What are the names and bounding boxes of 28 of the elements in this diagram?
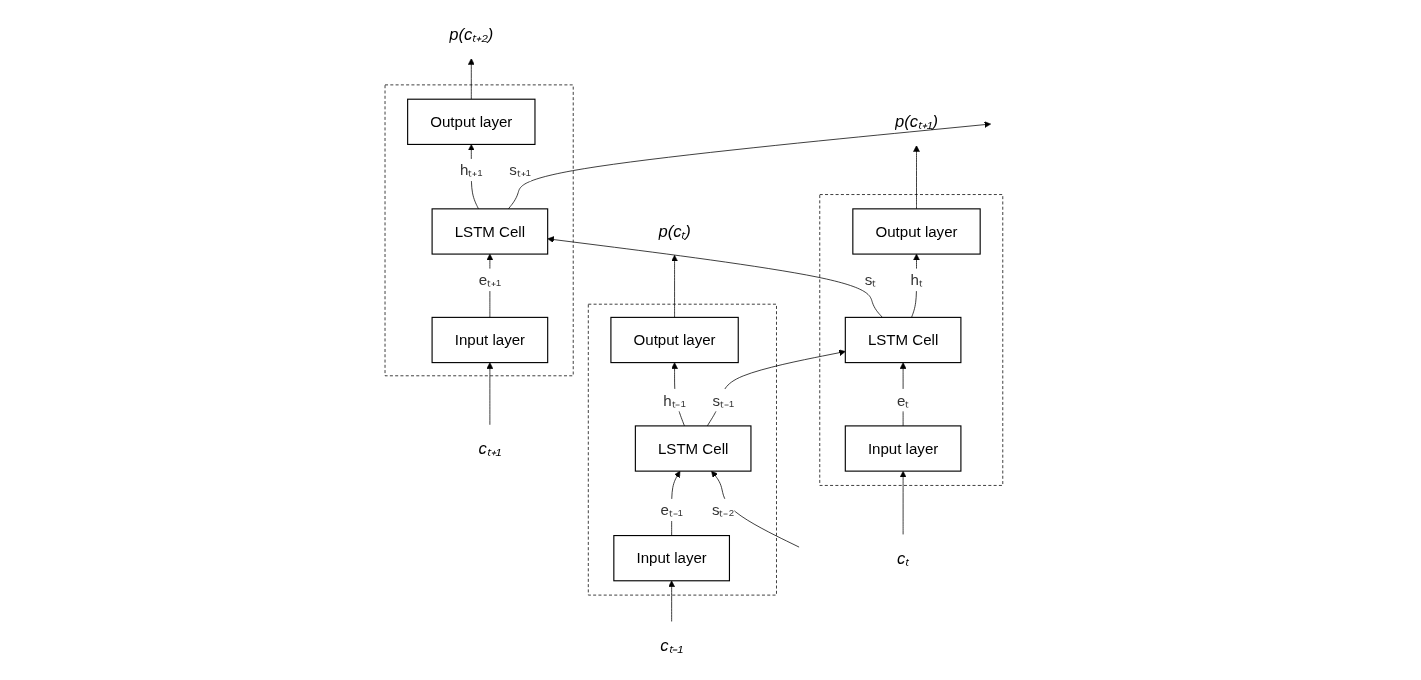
edge-label: hₜ₊₁: [460, 161, 483, 179]
node-text: cₜ₊₁: [478, 439, 502, 458]
edge-label: eₜ₋₁: [660, 501, 683, 519]
node-box: LSTM Cell: [634, 425, 752, 472]
node-box: Output layer: [852, 208, 981, 255]
cluster: [384, 84, 574, 377]
edge-label: eₜ: [897, 391, 910, 409]
node-box: Input layer: [431, 316, 549, 364]
node-text: cₜ₋₁: [660, 635, 683, 655]
node-box: Input layer: [844, 425, 962, 472]
edge-label: sₜ₋₁: [712, 391, 735, 409]
edge-label: sₜ: [864, 271, 877, 288]
node-box: Output layer: [610, 316, 739, 364]
edge-label: hₜ: [910, 271, 923, 288]
node-box: LSTM Cell: [844, 316, 962, 364]
edge-label: hₜ₋₁: [663, 391, 686, 409]
node-text: p(cₜ): [658, 222, 691, 241]
node-box: Input layer: [613, 535, 731, 582]
cluster: [819, 194, 1004, 486]
node-text: p(cₜ₊₁): [895, 112, 938, 132]
node-box: LSTM Cell: [431, 208, 549, 255]
cluster: [587, 303, 777, 596]
edge-label: sₜ₊₁: [509, 161, 531, 179]
node-text: cₜ: [897, 548, 910, 568]
edge-label: sₜ₋₂: [711, 501, 735, 519]
edge-label: eₜ₊₁: [478, 271, 502, 288]
node-text: p(cₜ₊₂): [449, 25, 494, 45]
node-box: Output layer: [407, 98, 536, 145]
